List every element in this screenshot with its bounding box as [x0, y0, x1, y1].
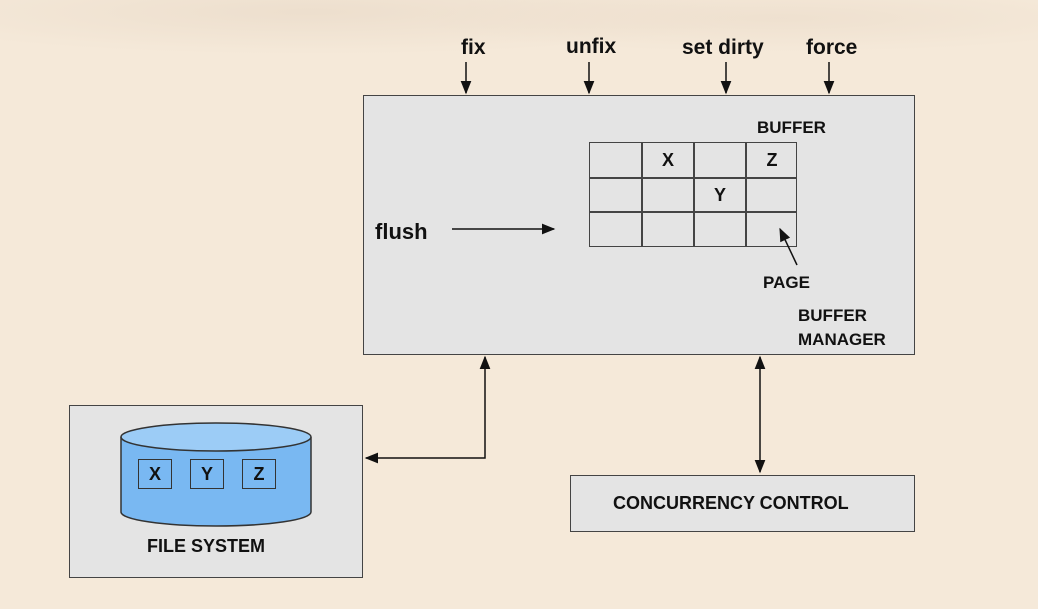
op-set-dirty-label: set dirty: [682, 36, 764, 59]
buffer-cell: [746, 212, 798, 247]
buffer-manager-title-line1: BUFFER: [798, 306, 867, 325]
buffer-manager-title-line2: MANAGER: [798, 330, 886, 349]
buffer-cell-x: X: [661, 150, 674, 170]
op-unfix-label: unfix: [566, 35, 617, 58]
op-fix-label: fix: [461, 36, 486, 59]
file-item-y: Y: [190, 459, 224, 489]
concurrency-control-box: [570, 475, 915, 532]
file-system-title: FILE SYSTEM: [147, 536, 266, 556]
file-item-x: X: [138, 459, 172, 489]
buffer-cell: [590, 178, 642, 213]
buffer-cell-y: Y: [713, 185, 726, 205]
buffer-cell: [642, 212, 694, 247]
buffer-cell-z: Z: [766, 150, 778, 170]
buffer-cell: [590, 143, 642, 178]
buffer-manager-box: [363, 95, 915, 355]
buffer-cell: [590, 212, 642, 247]
buffer-label: BUFFER: [757, 118, 826, 137]
buffer-cell: [694, 212, 746, 247]
page-label: PAGE: [763, 273, 810, 292]
op-force-label: force: [806, 36, 858, 59]
file-item-z: Z: [242, 459, 276, 489]
buffer-grid: X Z Y: [589, 142, 797, 247]
buffer-cell: [642, 178, 694, 213]
buffer-cell: [746, 178, 798, 213]
flush-label: flush: [375, 219, 428, 244]
buffer-cell: [694, 143, 746, 178]
concurrency-control-title: CONCURRENCY CONTROL: [613, 493, 849, 513]
